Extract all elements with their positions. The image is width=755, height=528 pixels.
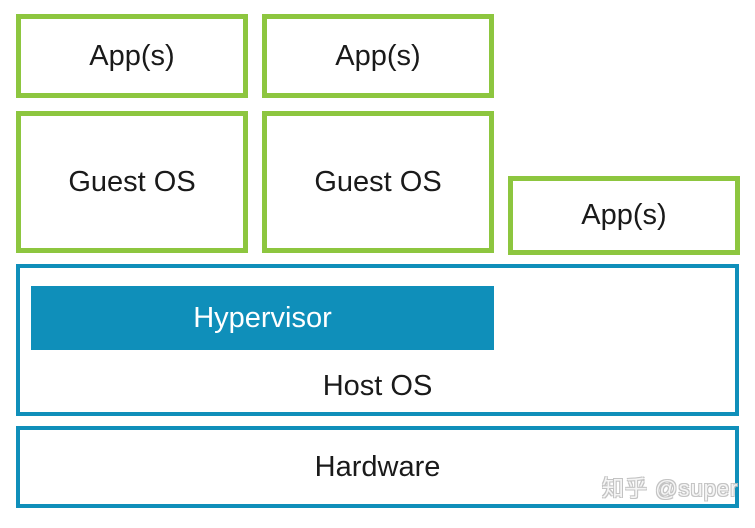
hardware-label: Hardware: [314, 450, 441, 483]
hardware-box: Hardware: [16, 426, 739, 508]
app-box-1: App(s): [16, 14, 248, 98]
app-box-3: App(s): [508, 176, 740, 255]
guest-os-box-2: Guest OS: [262, 111, 494, 253]
zhihu-watermark: 知乎 @super: [602, 476, 739, 501]
host-os-label: Host OS: [322, 370, 433, 402]
guest-os-box-1: Guest OS: [16, 111, 248, 253]
hypervisor-label: Hypervisor: [193, 301, 332, 334]
hypervisor-box: Hypervisor: [31, 286, 494, 350]
app-box-3-label: App(s): [581, 199, 667, 231]
app-box-1-label: App(s): [89, 39, 175, 72]
app-box-2-label: App(s): [335, 39, 421, 72]
guest-os-box-1-label: Guest OS: [68, 165, 196, 198]
guest-os-box-2-label: Guest OS: [314, 165, 442, 198]
app-box-2: App(s): [262, 14, 494, 98]
